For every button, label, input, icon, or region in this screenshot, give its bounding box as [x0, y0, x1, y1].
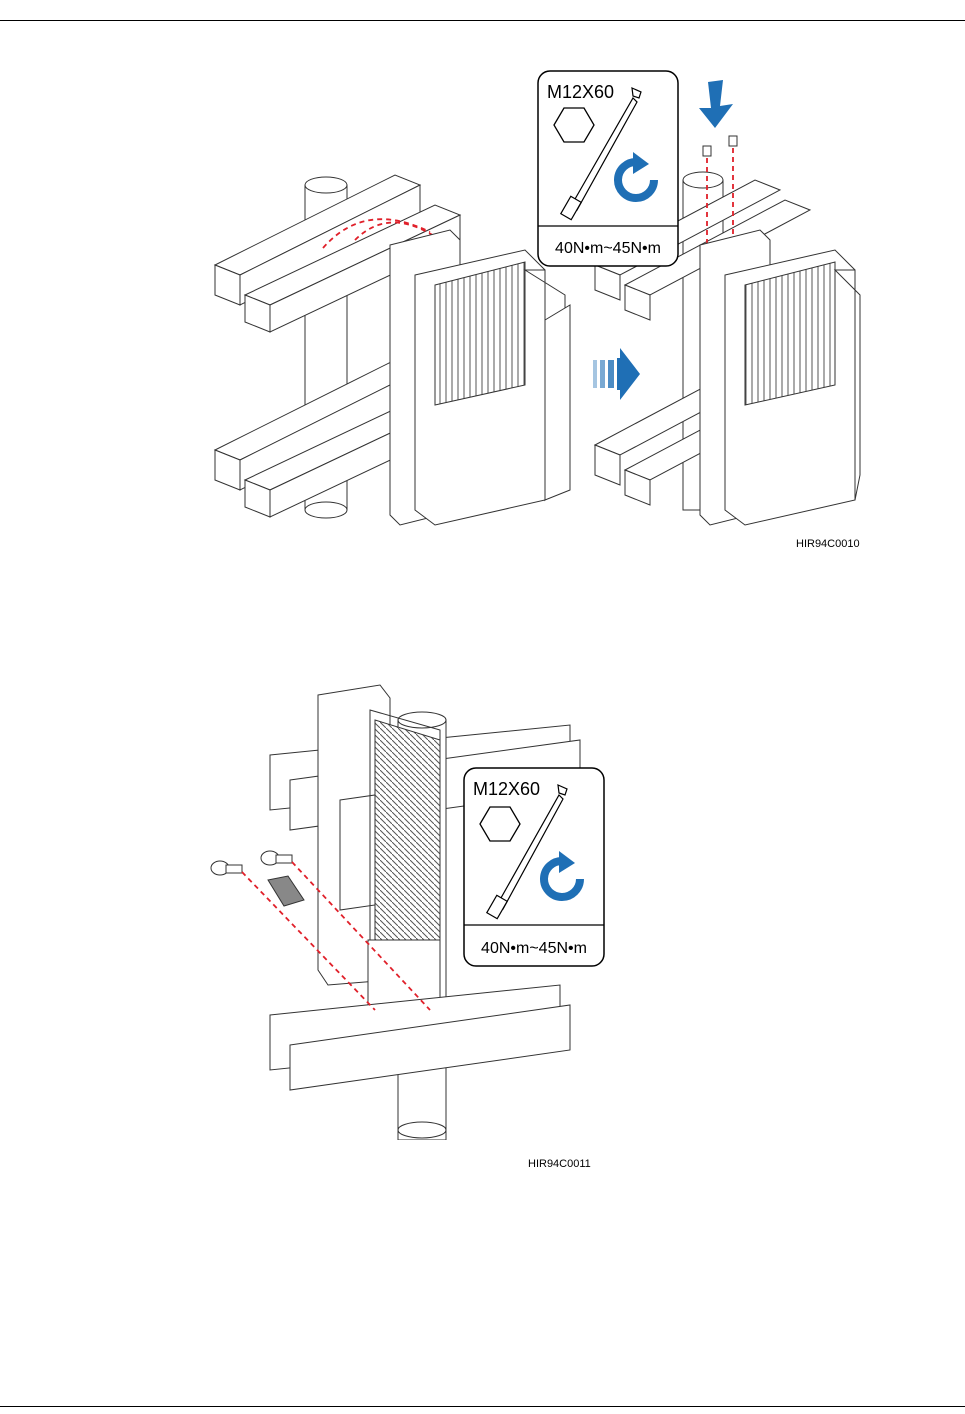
spec-box-1: M12X60 40N•m~45N•m	[537, 70, 679, 267]
spec-bolt-label: M12X60	[473, 779, 540, 799]
rru-left	[390, 230, 570, 525]
bolts	[211, 851, 292, 875]
move-right-arrow-icon	[593, 348, 640, 400]
down-arrow-icon	[699, 80, 733, 128]
screws-top	[703, 136, 737, 156]
figure-2-code: HIR94C0011	[528, 1158, 591, 1170]
rru-right	[700, 230, 860, 525]
shim-plate	[268, 876, 304, 906]
figure-1-illustration	[205, 70, 865, 530]
footer-rule	[0, 1406, 965, 1407]
figure-1-code: HIR94C0010	[796, 538, 860, 550]
spec-torque-label: 40N•m~45N•m	[481, 940, 587, 957]
spec-torque-label: 40N•m~45N•m	[555, 240, 661, 257]
spec-bolt-label: M12X60	[547, 82, 614, 102]
spec-box-2: M12X60 40N•m~45N•m	[463, 767, 605, 967]
header-rule	[0, 20, 965, 21]
